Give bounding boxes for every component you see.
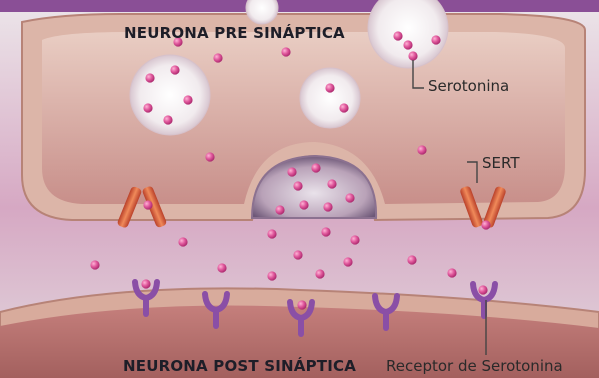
serotonin-molecule-icon <box>431 35 440 44</box>
serotonin-molecule-icon <box>478 285 487 294</box>
serotonin-molecule-icon <box>163 115 172 124</box>
serotonin-molecule-icon <box>213 53 222 62</box>
serotonin-molecule-icon <box>325 83 334 92</box>
serotonin-molecule-icon <box>178 237 187 246</box>
top-band <box>0 0 599 12</box>
serotonin-molecule-icon <box>275 205 284 214</box>
serotonin-label: Serotonina <box>428 77 509 95</box>
serotonin-molecule-icon <box>350 235 359 244</box>
serotonin-molecule-icon <box>447 268 456 277</box>
receptor-label: Receptor de Serotonina <box>386 357 563 375</box>
postsynaptic-title: NEURONA POST SINÁPTICA <box>123 357 356 375</box>
serotonin-molecule-icon <box>299 200 308 209</box>
sert-label: SERT <box>482 154 520 172</box>
serotonin-molecule-icon <box>90 260 99 269</box>
serotonin-molecule-icon <box>393 31 402 40</box>
serotonin-molecule-icon <box>183 95 192 104</box>
presynaptic-title: NEURONA PRE SINÁPTICA <box>124 24 345 42</box>
serotonin-molecule-icon <box>339 103 348 112</box>
serotonin-molecule-icon <box>293 181 302 190</box>
serotonin-molecule-icon <box>408 51 417 60</box>
serotonin-molecule-icon <box>143 103 152 112</box>
serotonin-molecule-icon <box>321 227 330 236</box>
serotonin-molecule-icon <box>345 193 354 202</box>
serotonin-molecule-icon <box>281 47 290 56</box>
serotonin-molecule-icon <box>311 163 320 172</box>
serotonin-molecule-icon <box>315 269 324 278</box>
serotonin-molecule-icon <box>143 200 152 209</box>
vesicle-icon <box>300 68 360 128</box>
serotonin-molecule-icon <box>170 65 179 74</box>
serotonin-molecule-icon <box>205 152 214 161</box>
serotonin-molecule-icon <box>267 271 276 280</box>
serotonin-molecule-icon <box>343 257 352 266</box>
serotonin-molecule-icon <box>287 167 296 176</box>
serotonin-molecule-icon <box>323 202 332 211</box>
serotonin-molecule-icon <box>145 73 154 82</box>
serotonin-molecule-icon <box>217 263 226 272</box>
serotonin-molecule-icon <box>141 279 150 288</box>
serotonin-molecule-icon <box>327 179 336 188</box>
serotonin-molecule-icon <box>481 220 490 229</box>
serotonin-molecule-icon <box>403 40 412 49</box>
serotonin-molecule-icon <box>293 250 302 259</box>
serotonin-molecule-icon <box>297 300 306 309</box>
serotonin-molecule-icon <box>417 145 426 154</box>
serotonin-molecule-icon <box>407 255 416 264</box>
serotonin-molecule-icon <box>267 229 276 238</box>
